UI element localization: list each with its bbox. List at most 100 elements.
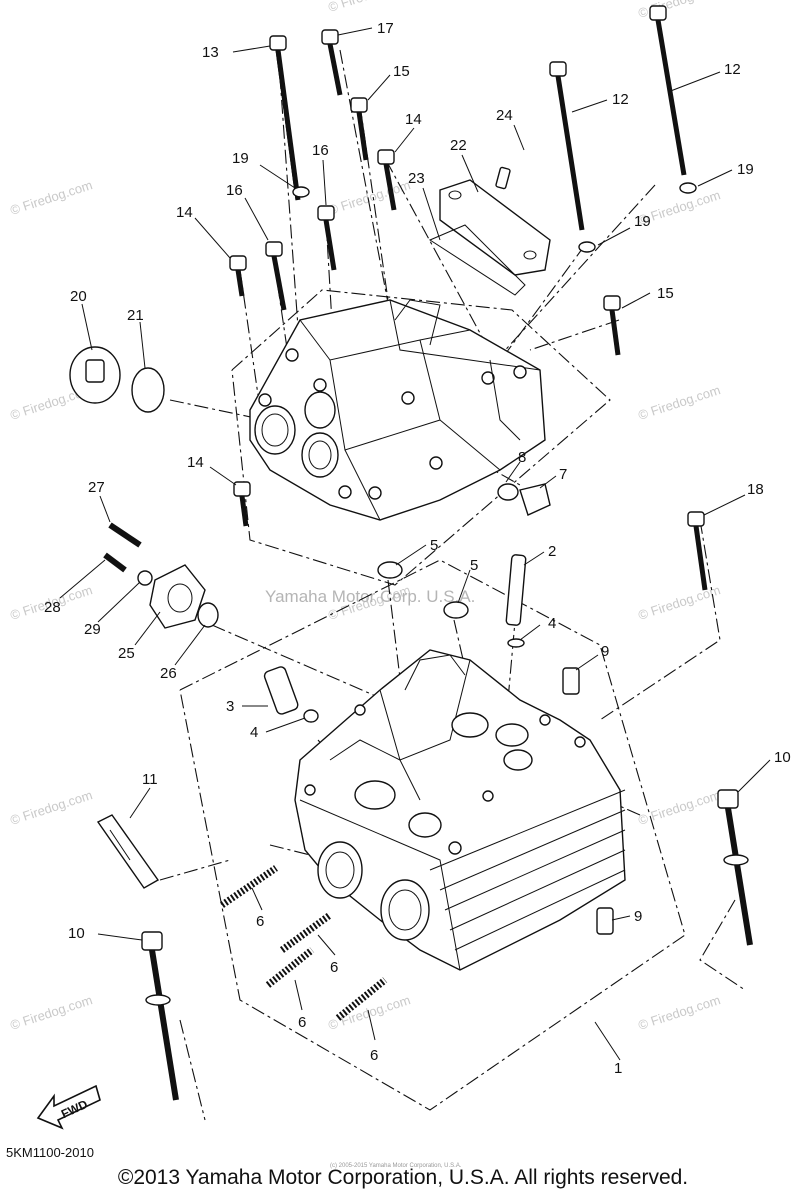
watermark: © Firedog.com xyxy=(8,992,94,1033)
callout-6: 6 xyxy=(298,1014,306,1031)
watermark: © Firedog.com xyxy=(636,0,722,21)
watermark: © Firedog.com xyxy=(326,992,412,1033)
callout-21: 21 xyxy=(127,307,144,324)
callout-22: 22 xyxy=(450,137,467,154)
callout-25: 25 xyxy=(118,645,135,662)
washer-29 xyxy=(137,570,153,586)
callout-19: 19 xyxy=(737,161,754,178)
bolt-14 xyxy=(233,481,251,527)
seal-5 xyxy=(443,601,469,619)
callout-7: 7 xyxy=(559,466,567,483)
bolts xyxy=(141,5,753,1101)
dowel-9 xyxy=(596,907,614,935)
callout-14: 14 xyxy=(187,454,204,471)
callout-12: 12 xyxy=(724,61,741,78)
callout-6: 6 xyxy=(256,913,264,930)
watermark: © Firedog.com xyxy=(8,177,94,218)
bolt-13 xyxy=(269,35,301,201)
guide-3 xyxy=(263,666,299,715)
callout-9: 9 xyxy=(634,908,642,925)
o-ring-8 xyxy=(497,483,519,501)
callout-12: 12 xyxy=(612,91,629,108)
diagram-code: 5KM1100-2010 xyxy=(6,1145,94,1160)
callout-9: 9 xyxy=(601,643,609,660)
callout-3: 3 xyxy=(226,698,234,715)
callout-1: 1 xyxy=(614,1060,622,1077)
tensioner-assembly xyxy=(103,522,219,629)
cover-22 xyxy=(439,179,551,276)
callout-8: 8 xyxy=(518,449,526,466)
callout-11: 11 xyxy=(142,771,158,788)
leader-lines xyxy=(59,27,771,1061)
washer-19 xyxy=(679,182,697,194)
watermark: © Firedog.com xyxy=(326,0,412,15)
gasket-23 xyxy=(428,224,526,296)
stud-6 xyxy=(279,912,333,953)
callout-6: 6 xyxy=(370,1047,378,1064)
seal-5 xyxy=(377,561,403,579)
o-ring-26 xyxy=(197,602,219,628)
spark-plug-11 xyxy=(96,814,160,889)
washers xyxy=(292,182,697,253)
copyright-footer: ©2013 Yamaha Motor Corporation, U.S.A. A… xyxy=(117,1166,689,1189)
callout-10: 10 xyxy=(774,749,791,766)
callout-5: 5 xyxy=(470,557,478,574)
bolt-7 xyxy=(519,483,551,516)
bolt-12 xyxy=(649,5,687,176)
callout-28: 28 xyxy=(44,599,61,616)
stud-6 xyxy=(220,865,278,908)
callout-27: 27 xyxy=(88,479,105,496)
callout-17: 17 xyxy=(377,20,394,37)
bolt-14 xyxy=(377,149,397,211)
callout-20: 20 xyxy=(70,288,87,305)
callout-18: 18 xyxy=(747,481,764,498)
watermark: © Firedog.com xyxy=(636,787,722,828)
bolt-10 xyxy=(717,789,753,946)
clip-4 xyxy=(303,709,319,723)
callout-16: 16 xyxy=(312,142,329,159)
head-cover xyxy=(249,299,546,521)
valve-parts xyxy=(263,554,614,935)
callout-15: 15 xyxy=(393,63,410,80)
callout-5: 5 xyxy=(430,537,438,554)
bolt-15 xyxy=(603,295,621,356)
fwd-arrow-icon: FWD xyxy=(36,1084,101,1130)
bolt-18 xyxy=(687,511,708,591)
bolt-16 xyxy=(265,241,287,311)
cover-22-assembly xyxy=(428,166,551,296)
callout-13: 13 xyxy=(202,44,219,61)
washer-19 xyxy=(292,186,310,198)
cylinder-head xyxy=(294,649,626,971)
tensioner-25 xyxy=(149,564,206,629)
guide-2 xyxy=(505,554,527,626)
washer-19 xyxy=(578,241,596,253)
stud-6 xyxy=(265,947,315,988)
bolt-12 xyxy=(549,61,585,231)
callout-15: 15 xyxy=(657,285,674,302)
o-ring-21 xyxy=(131,367,165,413)
bolt-27 xyxy=(108,522,142,548)
bolt-15 xyxy=(350,97,369,161)
callout-26: 26 xyxy=(160,665,177,682)
watermark: © Firedog.com xyxy=(326,177,412,218)
callout-19: 19 xyxy=(634,213,651,230)
watermark: © Firedog.com xyxy=(8,787,94,828)
callout-4: 4 xyxy=(250,724,258,741)
bolt-14 xyxy=(229,255,247,297)
callout-19: 19 xyxy=(232,150,249,167)
watermark: © Firedog.com xyxy=(636,992,722,1033)
callout-10: 10 xyxy=(68,925,85,942)
bolt-28 xyxy=(103,552,127,573)
bolt-10 xyxy=(141,931,179,1101)
watermark: © Firedog.com xyxy=(636,382,722,423)
screw-24 xyxy=(495,166,511,190)
callout-6: 6 xyxy=(330,959,338,976)
callout-24: 24 xyxy=(496,107,513,124)
bolt-16 xyxy=(317,205,337,271)
center-watermark: Yamaha Motor Corp. U.S.A. xyxy=(265,587,475,606)
callout-29: 29 xyxy=(84,621,101,638)
watermark: © Firedog.com xyxy=(636,582,722,623)
dowel-9 xyxy=(562,667,580,695)
fwd-label: FWD xyxy=(59,1097,90,1121)
callout-14: 14 xyxy=(176,204,193,221)
